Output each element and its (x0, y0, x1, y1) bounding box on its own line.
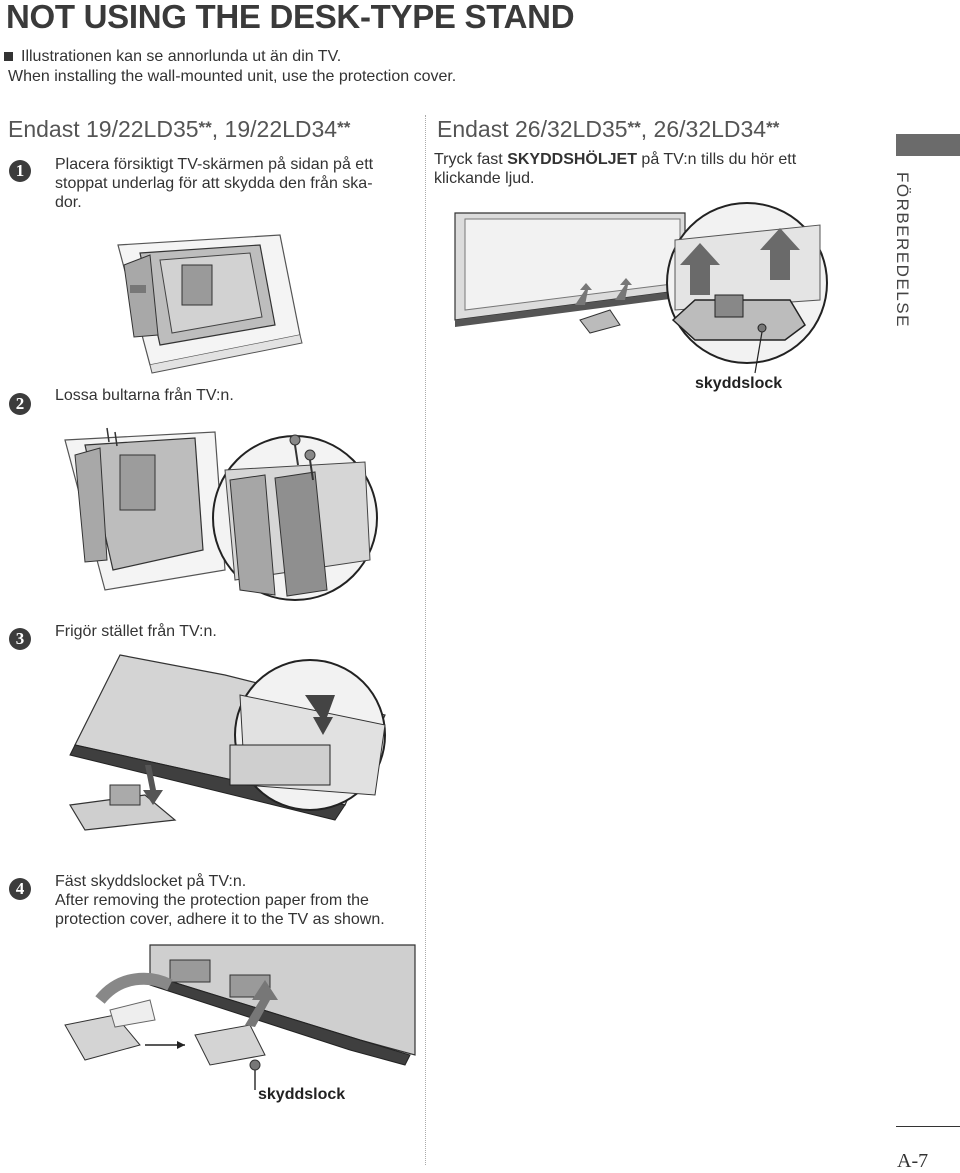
step-4-line: protection cover, adhere it to the TV as… (55, 911, 385, 928)
heading-stars: ** (198, 118, 212, 137)
step-3-text: Frigör stället från TV:n. (55, 623, 217, 640)
text-prefix: Tryck fast (434, 151, 508, 168)
screw-icon (106, 427, 118, 447)
text-suffix: på TV:n tills du hör ett (636, 151, 797, 168)
text-bold: SKYDDSHÖLJET (507, 151, 637, 168)
step-4-text: Fäst skyddslocket på TV:n. After removin… (55, 872, 385, 929)
step-4-line: Fäst skyddslocket på TV:n. (55, 873, 247, 890)
arrow-up-icon (760, 228, 800, 280)
tv-on-padding-illustration (117, 234, 303, 374)
column-divider (425, 115, 426, 1165)
heading-part: , 26/32LD34 (640, 116, 767, 142)
heading-stars: ** (766, 118, 780, 137)
bolt-icon (289, 434, 316, 481)
heading-part: Endast 19/22LD35 (8, 116, 199, 142)
page-number: A-7 (897, 1150, 929, 1172)
attach-cover-illustration (64, 944, 416, 1090)
step-4-callout: skyddslock (258, 1086, 346, 1103)
square-bullet-icon (4, 51, 13, 61)
page-title: NOT USING THE DESK-TYPE STAND (6, 0, 575, 35)
note-line-1: Illustrationen kan se annorlunda ut än d… (0, 48, 341, 66)
remove-bolts-illustration (64, 427, 378, 601)
step-1-number: 1 (9, 160, 31, 182)
release-stand-illustration (69, 654, 386, 831)
right-text-line-1: Tryck fast SKYDDSHÖLJET på TV:n tills du… (434, 150, 796, 169)
right-text-line-2: klickande ljud. (434, 170, 535, 187)
chapter-tab (896, 134, 960, 156)
heading-stars: ** (337, 118, 351, 137)
curved-arrow-icon (95, 972, 173, 1005)
step-1-text: Placera försiktigt TV-skärmen på sidan p… (55, 155, 373, 212)
arrow-down-icon (305, 695, 335, 735)
step-1-line: Placera försiktigt TV-skärmen på sidan p… (55, 156, 374, 173)
right-section-text: Tryck fast SKYDDSHÖLJET på TV:n tills du… (434, 150, 796, 188)
right-section-heading: Endast 26/32LD35**, 26/32LD34** (437, 116, 779, 143)
heading-part: Endast 26/32LD35 (437, 116, 628, 142)
arrow-up-icon (245, 980, 278, 1027)
arrow-up-icon (575, 283, 592, 305)
right-callout: skyddslock (695, 375, 783, 392)
arrow-up-icon (615, 278, 632, 300)
step-2-text: Lossa bultarna från TV:n. (55, 387, 234, 404)
step-4-number: 4 (9, 878, 31, 900)
protection-cover-illustration (454, 202, 828, 374)
page-number-rule (896, 1126, 960, 1127)
arrow-down-icon (143, 765, 163, 805)
step-2-number: 2 (9, 393, 31, 415)
note-line-2: When installing the wall-mounted unit, u… (8, 68, 457, 85)
arrow-up-icon (680, 243, 720, 295)
step-4-line: After removing the protection paper from… (55, 892, 369, 909)
chapter-label: FÖRBEREDELSE (893, 172, 912, 328)
step-1-line: stoppat underlag för att skydda den från… (55, 175, 373, 192)
step-1-line: dor. (55, 194, 82, 211)
step-3-number: 3 (9, 628, 31, 650)
left-section-heading: Endast 19/22LD35**, 19/22LD34** (8, 116, 350, 143)
note-text-1: Illustrationen kan se annorlunda ut än d… (21, 48, 342, 65)
heading-part: , 19/22LD34 (211, 116, 338, 142)
heading-stars: ** (627, 118, 641, 137)
